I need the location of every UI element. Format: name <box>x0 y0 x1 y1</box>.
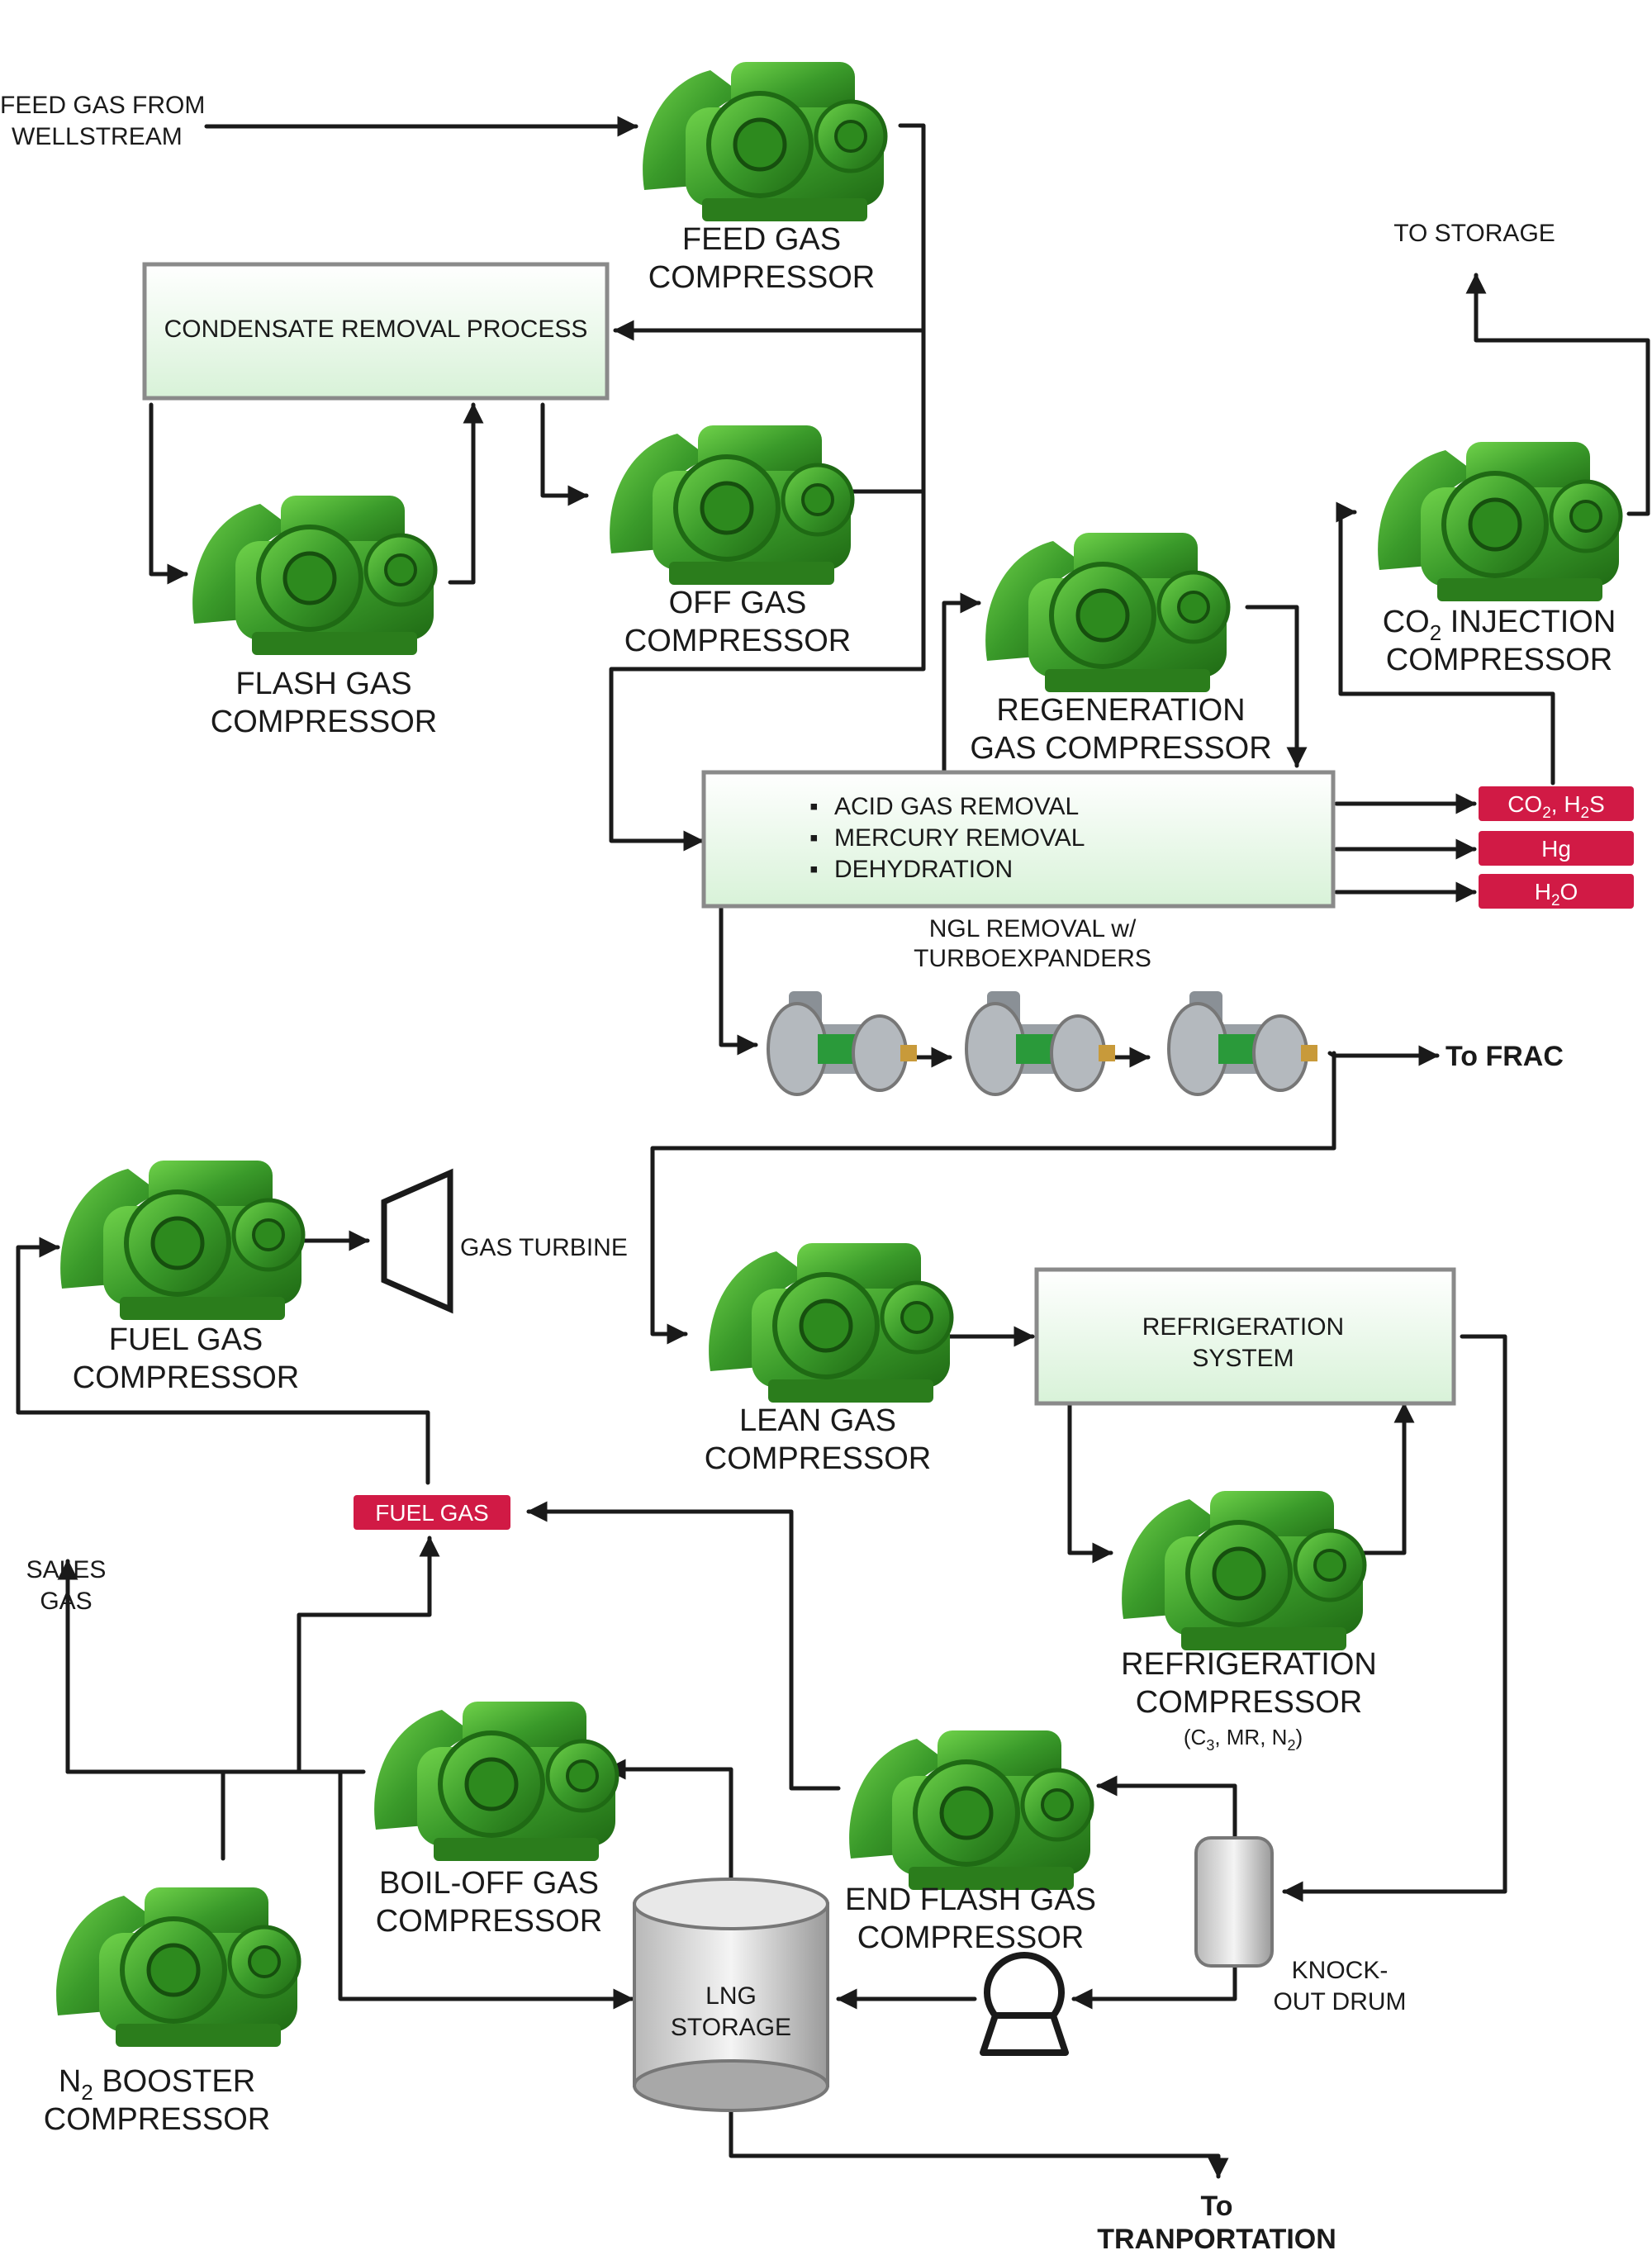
to-frac-label: To FRAC <box>1446 1041 1564 1072</box>
feed-gas-compressor-icon <box>643 62 885 221</box>
ngl-removal-label: NGL REMOVAL w/TURBOEXPANDERS <box>914 915 1151 972</box>
flow-lines <box>16 116 1650 2179</box>
treatment-item: ACID GAS REMOVAL <box>834 793 1079 820</box>
co2-injection-compressor-icon <box>1378 442 1621 601</box>
svg-text:FUEL GAS: FUEL GAS <box>375 1500 488 1526</box>
h2o-tag: H2O <box>1479 874 1634 909</box>
flash-gas-compressor-icon <box>192 496 435 655</box>
knock-out-drum-label: KNOCK-OUT DRUM <box>1273 1957 1406 2015</box>
svg-text:CO2, H2S: CO2, H2S <box>1507 791 1605 822</box>
end-flash-gas-compressor-icon <box>849 1730 1092 1890</box>
svg-text:Hg: Hg <box>1541 836 1571 862</box>
off-gas-compressor-icon <box>610 425 852 585</box>
condensate-removal-box <box>142 262 610 401</box>
bullet-icon: ▪ <box>809 824 819 852</box>
lng-storage-tank-icon <box>633 1878 829 2112</box>
gas-turbine-icon <box>381 1168 453 1314</box>
bullet-icon: ▪ <box>809 856 819 883</box>
co2-h2s-tag: CO2, H2S <box>1479 786 1634 822</box>
turboexpander-icon <box>1167 990 1319 1096</box>
fuel-gas-compressor-icon <box>60 1161 303 1320</box>
hg-tag: Hg <box>1479 831 1634 866</box>
refrigerants-label: (C3, MR, N2) <box>1184 1725 1303 1754</box>
refrigeration-system-box <box>1034 1267 1456 1406</box>
refrigeration-compressor-icon <box>1122 1491 1365 1650</box>
gas-turbine-label: GAS TURBINE <box>460 1234 628 1261</box>
treatment-box <box>701 770 1336 909</box>
condensate-removal-label: CONDENSATE REMOVAL PROCESS <box>164 316 588 343</box>
turboexpander-icon <box>767 990 919 1096</box>
treatment-item: DEHYDRATION <box>834 856 1013 883</box>
bullet-icon: ▪ <box>809 793 819 820</box>
regeneration-compressor-icon <box>985 533 1228 692</box>
treatment-item: MERCURY REMOVAL <box>834 824 1085 852</box>
to-storage-label: TO STORAGE <box>1393 220 1555 247</box>
treatment-list: ▪ ACID GAS REMOVAL ▪ MERCURY REMOVAL ▪ D… <box>809 793 1085 883</box>
pump-icon <box>980 1952 1069 2056</box>
turboexpander-icon <box>965 990 1117 1096</box>
boil-off-gas-compressor-icon <box>374 1702 617 1861</box>
n2-booster-compressor-icon <box>56 1887 299 2047</box>
knock-out-drum-icon <box>1194 1836 1274 1968</box>
lean-gas-compressor-icon <box>709 1243 952 1403</box>
fuel-gas-tag: FUEL GAS <box>354 1495 510 1530</box>
svg-text:H2O: H2O <box>1535 879 1578 909</box>
